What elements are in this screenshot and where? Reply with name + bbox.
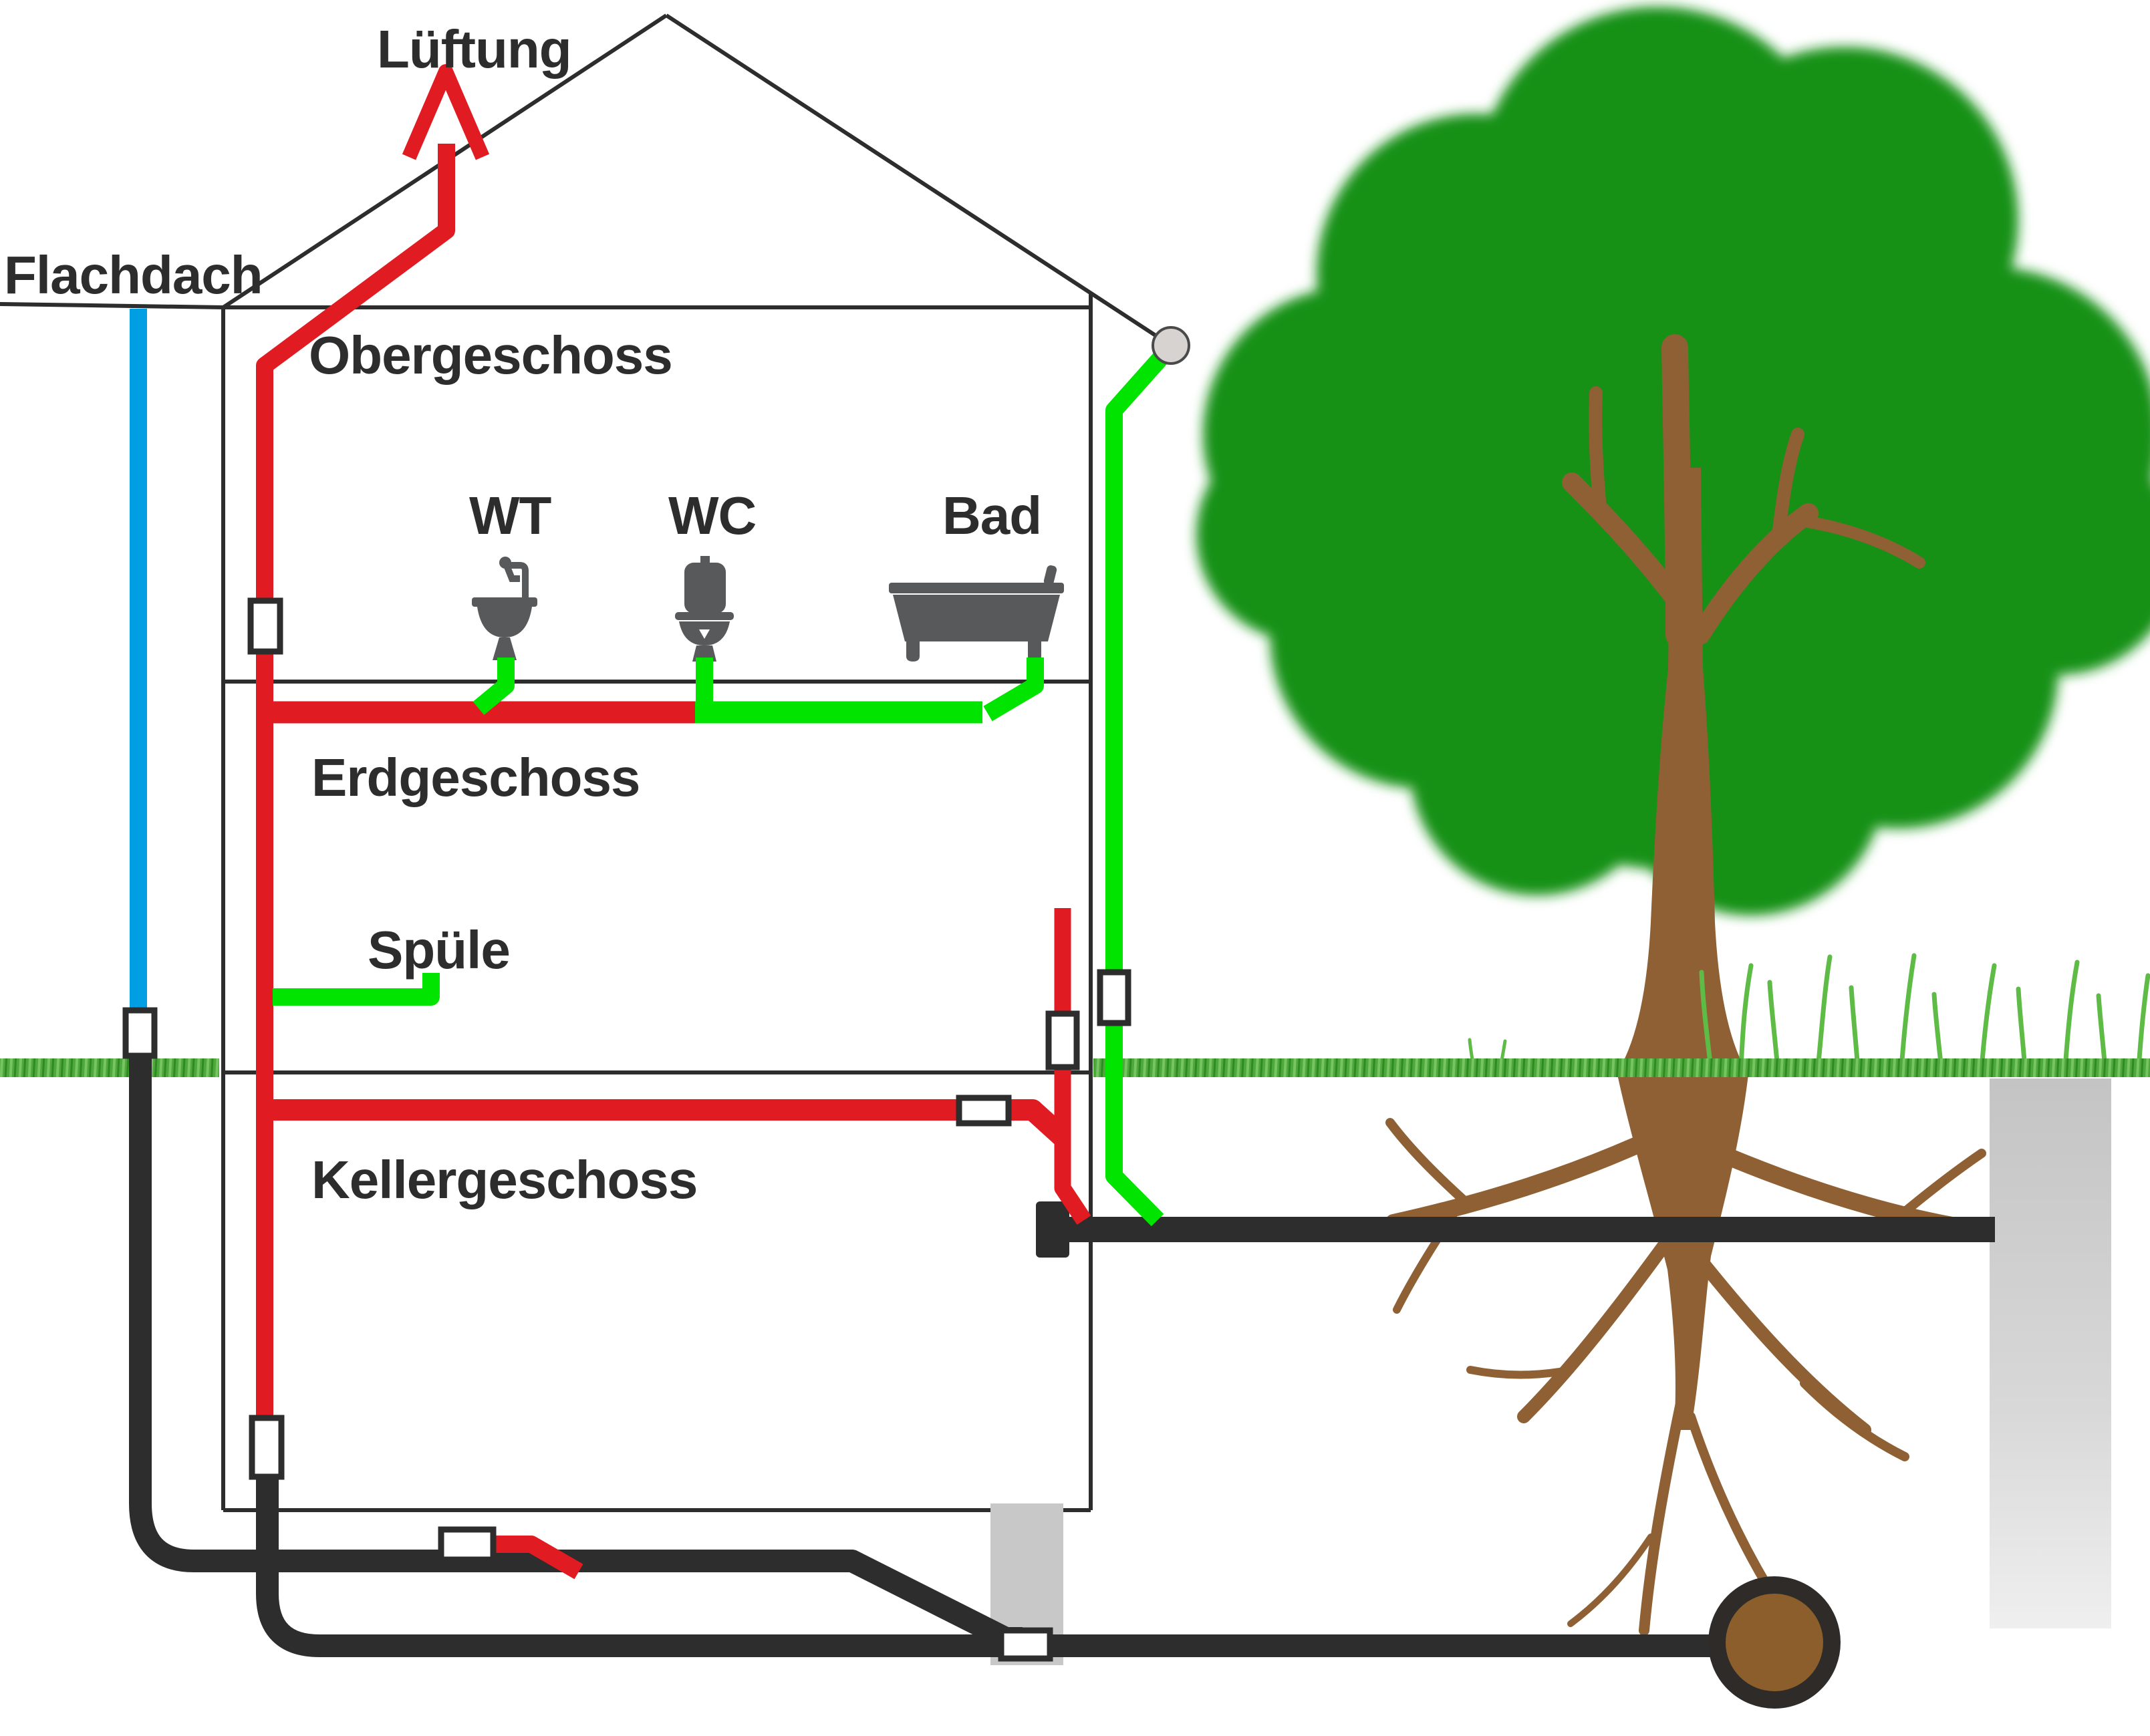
cleanout-fittings — [122, 597, 1131, 1662]
label-washbasin: WT — [469, 486, 551, 545]
label-basement: Kellergeschoss — [311, 1150, 698, 1209]
toilet-icon — [675, 556, 734, 662]
washbasin-drain — [473, 658, 515, 716]
washbasin-icon — [472, 557, 537, 660]
fitting-downspout — [1097, 969, 1131, 1026]
rainwater-underground-pipe — [129, 1032, 1023, 1650]
house-outline — [0, 13, 1157, 1512]
basement-collector-red — [267, 1099, 1069, 1144]
sewer-main-junction-circle — [1708, 1576, 1841, 1709]
flat-roof-line — [0, 302, 224, 309]
label-ground-floor: Erdgeschoss — [311, 748, 640, 807]
label-flat-roof: Flachdach — [4, 245, 263, 305]
fitting-stack-upper — [247, 597, 283, 655]
floor-drain-red — [491, 1536, 583, 1580]
fitting-rain-pipe — [122, 1007, 158, 1059]
label-toilet: WC — [668, 486, 757, 545]
roof-right-slope — [665, 13, 1157, 337]
label-vent: Lüftung — [377, 19, 572, 79]
vent-arrow-icon — [402, 64, 490, 160]
waste-pipes-red — [256, 64, 1091, 1580]
tall-grass-blades — [1468, 953, 2150, 1072]
sewer-main-endcap — [1036, 1201, 1069, 1258]
main-stack-pipe — [256, 144, 455, 1443]
grass-strip-right — [1093, 1058, 2150, 1077]
fitting-shaft — [998, 1627, 1053, 1662]
eaves-drain-circle — [1152, 326, 1190, 365]
grass-strip-left — [0, 1058, 219, 1077]
fitting-stack-base — [249, 1415, 285, 1480]
label-bath: Bad — [942, 486, 1042, 545]
stack-underground-pipe — [256, 1443, 1711, 1657]
fixtures — [472, 556, 1064, 662]
fitting-basement-collector — [956, 1095, 1012, 1127]
tree-roots — [1385, 1074, 1986, 1636]
fitting-right-riser — [1045, 1010, 1080, 1070]
bathtub-icon — [889, 565, 1064, 662]
inspection-column-right — [1990, 1078, 2111, 1628]
label-sink: Spüle — [368, 920, 511, 980]
sewer-pipes-black — [129, 1032, 1995, 1657]
drain-pipes-green — [273, 349, 1170, 1227]
label-upper-floor: Obergeschoss — [309, 325, 673, 385]
right-riser-red — [1054, 908, 1091, 1225]
tree-trunk — [1562, 334, 1925, 1074]
fitting-floor-drain — [438, 1526, 497, 1563]
roof-downspout-green — [1105, 349, 1170, 1227]
bathtub-drain — [983, 658, 1044, 722]
sink-drain — [273, 973, 440, 1006]
